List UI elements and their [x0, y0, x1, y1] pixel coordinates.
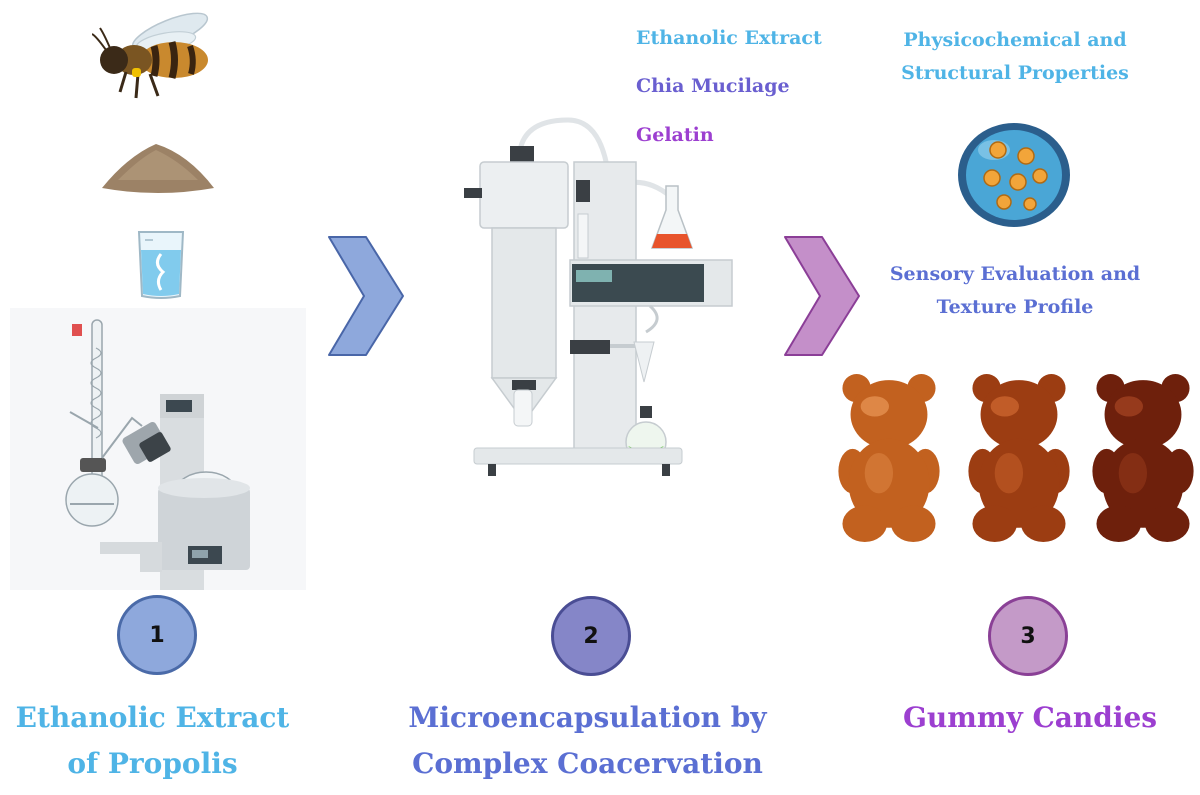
step-3-title-line1: Gummy Candies: [902, 701, 1158, 734]
sensory-label-line2: Texture Profile: [936, 296, 1094, 318]
step-3-number: 3: [1020, 623, 1036, 649]
physicochemical-label: Physicochemical and Structural Propertie…: [870, 24, 1160, 90]
arrow-2-shape: [784, 236, 860, 356]
physicochemical-label-line1: Physicochemical and: [903, 29, 1127, 51]
gummy-bear-icon: [968, 374, 1070, 542]
gummy-bear-icon: [838, 374, 940, 542]
rotary-evaporator-icon: [65, 319, 250, 590]
step-1-title: Ethanolic Extract of Propolis: [0, 695, 305, 787]
gummy-bear-icon: [1092, 374, 1194, 542]
ingredient-gelatin: Gelatin: [636, 124, 714, 146]
step-3-title: Gummy Candies: [860, 695, 1200, 741]
step-3-number-badge: 3: [988, 596, 1068, 676]
step-2-title-line1: Microencapsulation by: [408, 701, 767, 734]
ingredient-extract: Ethanolic Extract: [636, 27, 822, 49]
arrow-2: [784, 236, 860, 356]
ingredient-mucilage: Chia Mucilage: [636, 75, 790, 97]
arrow-1-shape: [328, 236, 404, 356]
step-1-number: 1: [149, 622, 165, 648]
step-2-number-badge: 2: [551, 596, 631, 676]
step-2-title-line2: Complex Coacervation: [412, 747, 763, 780]
sensory-label-line1: Sensory Evaluation and: [889, 263, 1141, 285]
step-2-title: Microencapsulation by Complex Coacervati…: [400, 695, 775, 787]
microcapsule-icon: [958, 123, 1070, 227]
solvent-beaker-icon: [137, 231, 185, 299]
arrow-1: [328, 236, 404, 356]
bee-icon: [92, 12, 209, 99]
propolis-powder-icon: [102, 144, 214, 193]
physicochemical-label-line2: Structural Properties: [901, 62, 1129, 84]
spray-dryer-icon: [464, 117, 733, 476]
sensory-label: Sensory Evaluation and Texture Profile: [870, 258, 1160, 324]
step-2-number: 2: [583, 623, 599, 649]
step-1-title-line2: of Propolis: [67, 747, 238, 780]
step-1-number-badge: 1: [117, 595, 197, 675]
step-1-title-line1: Ethanolic Extract: [15, 701, 290, 734]
